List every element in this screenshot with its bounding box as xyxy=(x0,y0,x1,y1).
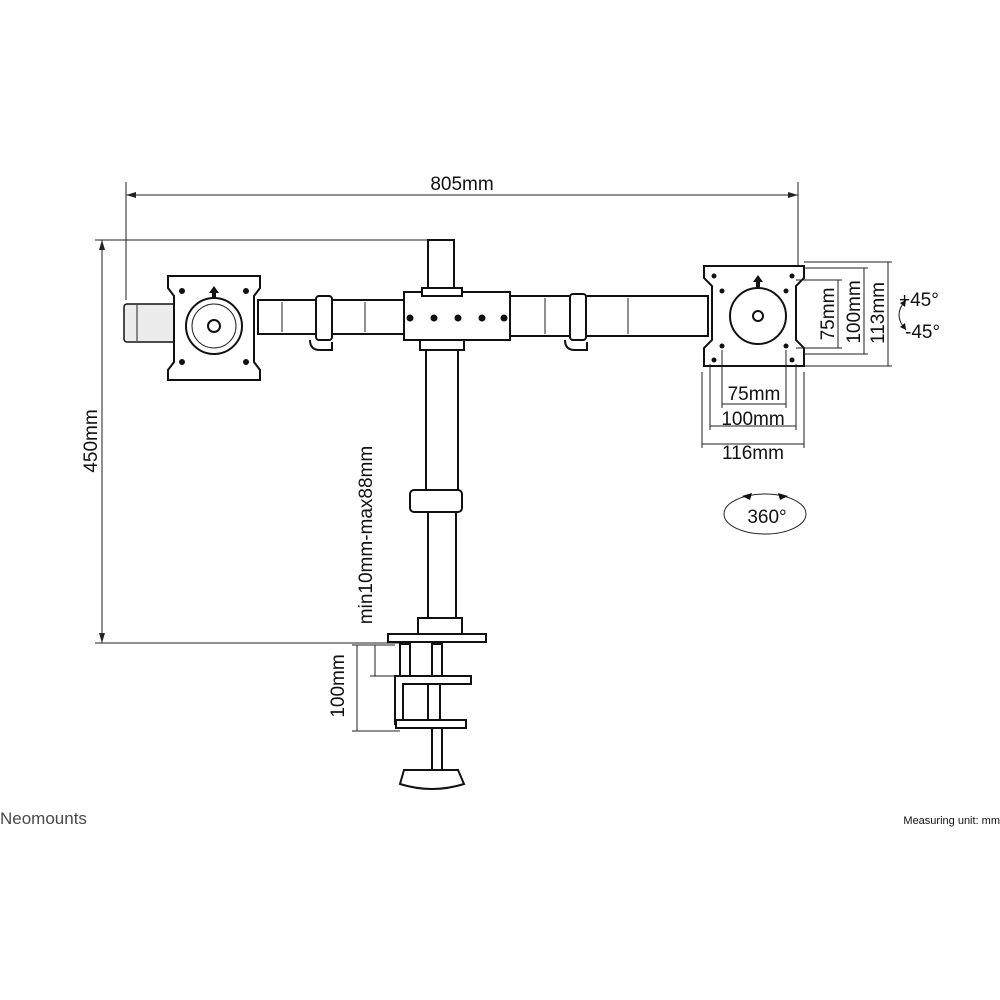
height-label: 450mm xyxy=(81,409,102,472)
left-vesa-plate xyxy=(123,275,261,381)
desk-thickness-label: min10mm-max88mm xyxy=(356,446,377,624)
measuring-unit-note: Measuring unit: mm xyxy=(903,815,1000,827)
width-dimension: 805mm xyxy=(125,174,799,300)
tilt-indicator: +45° -45° xyxy=(898,290,940,343)
vesa-75-width-label: 75mm xyxy=(728,384,781,405)
height-dimension: 450mm xyxy=(81,239,440,644)
clamp-dimensions: min10mm-max88mm 100mm xyxy=(328,446,400,732)
vesa-horizontal-dimensions: 75mm 100mm 116mm xyxy=(701,350,805,464)
plate-width-label: 116mm xyxy=(722,443,784,464)
vesa-vertical-dimensions: 75mm 100mm 113mm xyxy=(796,261,892,367)
width-label: 805mm xyxy=(430,174,493,195)
pole xyxy=(387,239,487,643)
swivel-label: 360° xyxy=(747,507,786,528)
vesa-75-height-label: 75mm xyxy=(818,288,839,341)
vesa-100-height-label: 100mm xyxy=(844,280,865,343)
plate-height-label: 113mm xyxy=(868,282,889,344)
horizontal-arm xyxy=(257,291,709,351)
vesa-100-width-label: 100mm xyxy=(721,409,784,430)
desk-clamp xyxy=(394,643,472,790)
tilt-up-label: +45° xyxy=(899,290,939,311)
brand-logo: Neomounts xyxy=(0,809,87,828)
swivel-indicator: 360° xyxy=(723,493,807,535)
tilt-down-label: -45° xyxy=(905,322,940,343)
clamp-height-label: 100mm xyxy=(328,654,349,717)
right-vesa-plate xyxy=(703,265,805,367)
